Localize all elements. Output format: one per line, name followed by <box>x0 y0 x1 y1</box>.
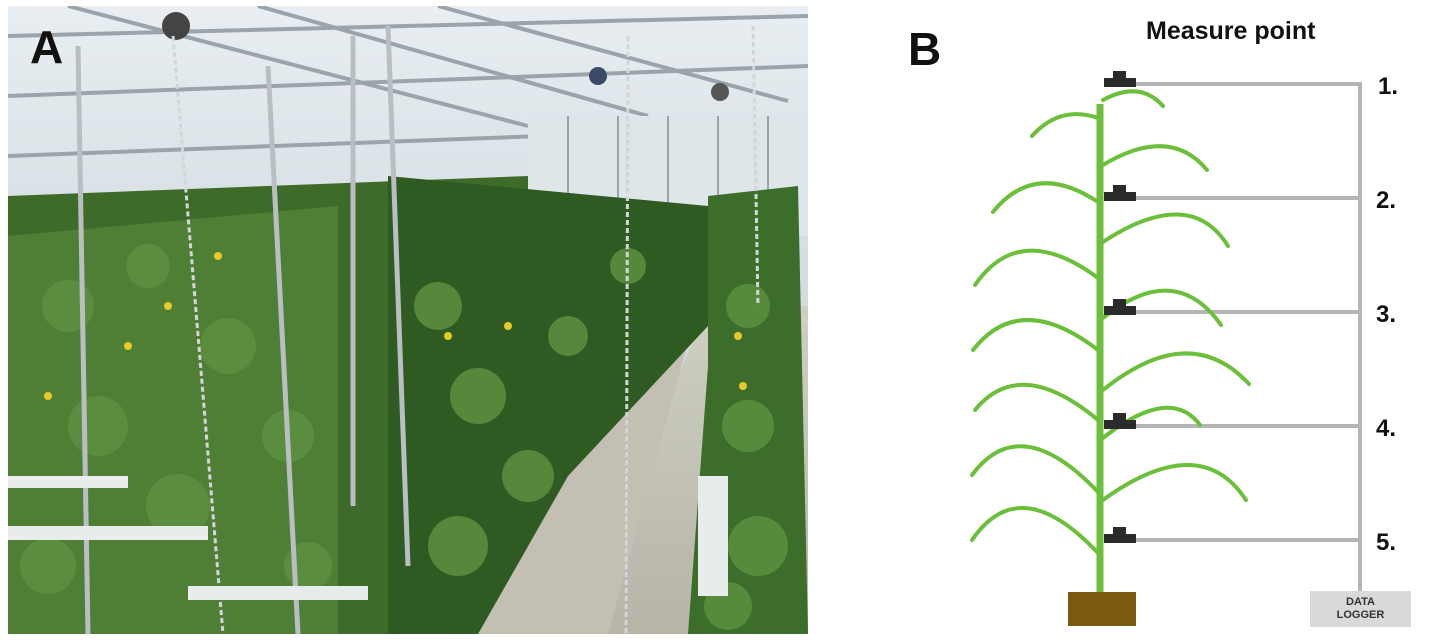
data-logger-box: DATA LOGGER <box>1310 591 1411 627</box>
sensors <box>1104 71 1136 543</box>
measure-point-label-5: 5. <box>1376 529 1397 556</box>
sensor-1 <box>1104 71 1136 87</box>
panel-b-label: B <box>908 23 942 75</box>
measure-point-label-3: 3. <box>1376 301 1397 328</box>
plant-pot <box>1068 592 1136 626</box>
sensor-3 <box>1104 299 1136 315</box>
leaf-left-3 <box>973 248 1100 287</box>
leaf-right-2 <box>1101 144 1209 172</box>
greenhouse-photo-illustration <box>8 6 808 634</box>
leaf-left-7 <box>970 506 1100 555</box>
leaf-left-6 <box>970 444 1100 494</box>
leaf-right-1 <box>1101 89 1165 108</box>
leaf-right-7 <box>1101 463 1248 502</box>
leaf-left-1 <box>1030 112 1100 138</box>
sensor-wires <box>1118 82 1362 592</box>
leaf-right-3 <box>1101 212 1230 248</box>
measure-point-label-1: 1. <box>1378 73 1399 100</box>
sensor-4 <box>1104 413 1136 429</box>
leaf-right-5 <box>1101 351 1251 392</box>
panel-a-label: A <box>30 21 64 73</box>
measure-point-label-2: 2. <box>1376 187 1397 214</box>
measure-point-title: Measure point <box>1146 17 1316 45</box>
greenhouse-photo <box>8 6 808 634</box>
sensor-5 <box>1104 527 1136 543</box>
leaf-left-4 <box>971 318 1100 352</box>
data-logger-line2: LOGGER <box>1336 609 1385 621</box>
leaf-left-2 <box>991 181 1100 214</box>
plant-leaves <box>970 89 1251 555</box>
data-logger-line1: DATA <box>1346 596 1375 608</box>
measure-point-label-4: 4. <box>1376 415 1397 442</box>
leaf-left-5 <box>973 382 1100 422</box>
sensor-2 <box>1104 185 1136 201</box>
